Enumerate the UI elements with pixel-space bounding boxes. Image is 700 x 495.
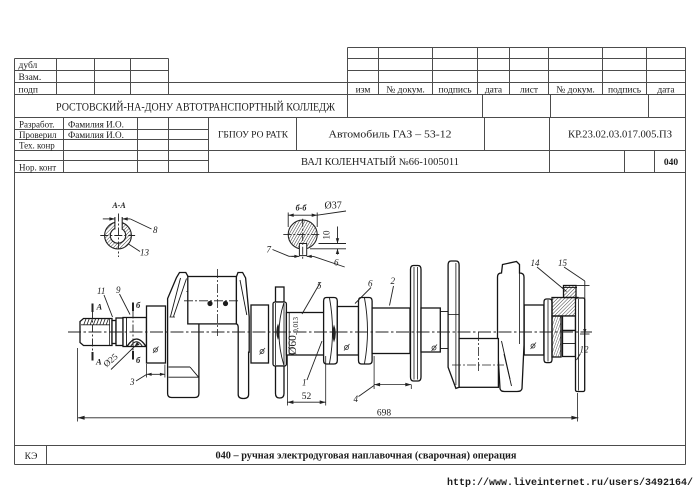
svg-text:9: 9: [116, 285, 121, 295]
svg-text:15: 15: [558, 258, 568, 268]
svg-text:Фамилия И.О.: Фамилия И.О.: [68, 120, 124, 130]
svg-text:Ø25: Ø25: [101, 351, 120, 369]
svg-text:изм: изм: [356, 86, 371, 96]
svg-text:698: 698: [377, 409, 392, 419]
svg-text:КЭ: КЭ: [25, 452, 38, 462]
svg-text:4: 4: [354, 394, 359, 404]
svg-text:дата: дата: [657, 86, 675, 96]
svg-text:Фамилия И.О.: Фамилия И.О.: [68, 130, 124, 140]
svg-text:Ø37: Ø37: [325, 201, 342, 212]
svg-text:6: 6: [334, 258, 339, 268]
svg-text:13: 13: [140, 248, 150, 258]
svg-text:б: б: [136, 300, 141, 310]
svg-text:КР.23.02.03.017.005.ПЗ: КР.23.02.03.017.005.ПЗ: [568, 130, 672, 141]
svg-text:ВАЛ КОЛЕНЧАТЫЙ №66-1005011: ВАЛ КОЛЕНЧАТЫЙ №66-1005011: [301, 156, 459, 168]
svg-text:2: 2: [391, 276, 396, 286]
svg-text:14: 14: [531, 258, 541, 268]
svg-text:дата: дата: [485, 86, 503, 96]
svg-text:5: 5: [317, 281, 322, 291]
svg-text:1: 1: [302, 378, 307, 388]
svg-text:№ докум.: № докум.: [386, 86, 425, 96]
svg-text:8: 8: [153, 225, 158, 235]
svg-text:дубл: дубл: [19, 60, 38, 71]
svg-text:http://www.liveinternet.ru/use: http://www.liveinternet.ru/users/3492164…: [447, 477, 693, 489]
svg-text:Тех. конр: Тех. конр: [19, 141, 55, 151]
svg-text:7: 7: [267, 245, 272, 255]
svg-text:РОСТОВСКИЙ-НА-ДОНУ АВТОТРАНСП: РОСТОВСКИЙ-НА-ДОНУ АВТОТРАНСПОРТНЫЙ КОЛЛ…: [56, 100, 336, 114]
svg-text:подпись: подпись: [438, 86, 472, 96]
svg-text:Разработ.: Разработ.: [19, 120, 55, 130]
svg-text:11: 11: [97, 286, 105, 296]
svg-text:б-б: б-б: [296, 204, 308, 213]
svg-text:А: А: [95, 357, 102, 367]
svg-text:52: 52: [302, 392, 312, 402]
svg-text:040 – ручная электродуговая на: 040 – ручная электродуговая наплавочная …: [216, 451, 518, 462]
svg-text:А-А: А-А: [111, 201, 126, 210]
svg-text:лист: лист: [520, 86, 539, 96]
svg-text:Нор. конт: Нор. конт: [19, 163, 56, 173]
svg-text:3: 3: [129, 377, 135, 387]
svg-text:6: 6: [368, 279, 373, 289]
svg-text:040: 040: [664, 158, 679, 168]
svg-text:Взам.: Взам.: [19, 73, 42, 83]
svg-text:Автомобиль ГАЗ – 53-12: Автомобиль ГАЗ – 53-12: [329, 129, 452, 141]
svg-text:Проверил: Проверил: [19, 130, 57, 140]
svg-text:№ докум.: № докум.: [556, 86, 595, 96]
svg-text:подп: подп: [19, 86, 38, 96]
svg-text:А: А: [96, 302, 103, 312]
svg-text:12: 12: [580, 345, 590, 355]
svg-text:б: б: [136, 355, 141, 365]
svg-text:10: 10: [322, 230, 332, 240]
svg-text:подпись: подпись: [608, 86, 642, 96]
svg-text:ГБПОУ РО РАТК: ГБПОУ РО РАТК: [218, 131, 289, 141]
